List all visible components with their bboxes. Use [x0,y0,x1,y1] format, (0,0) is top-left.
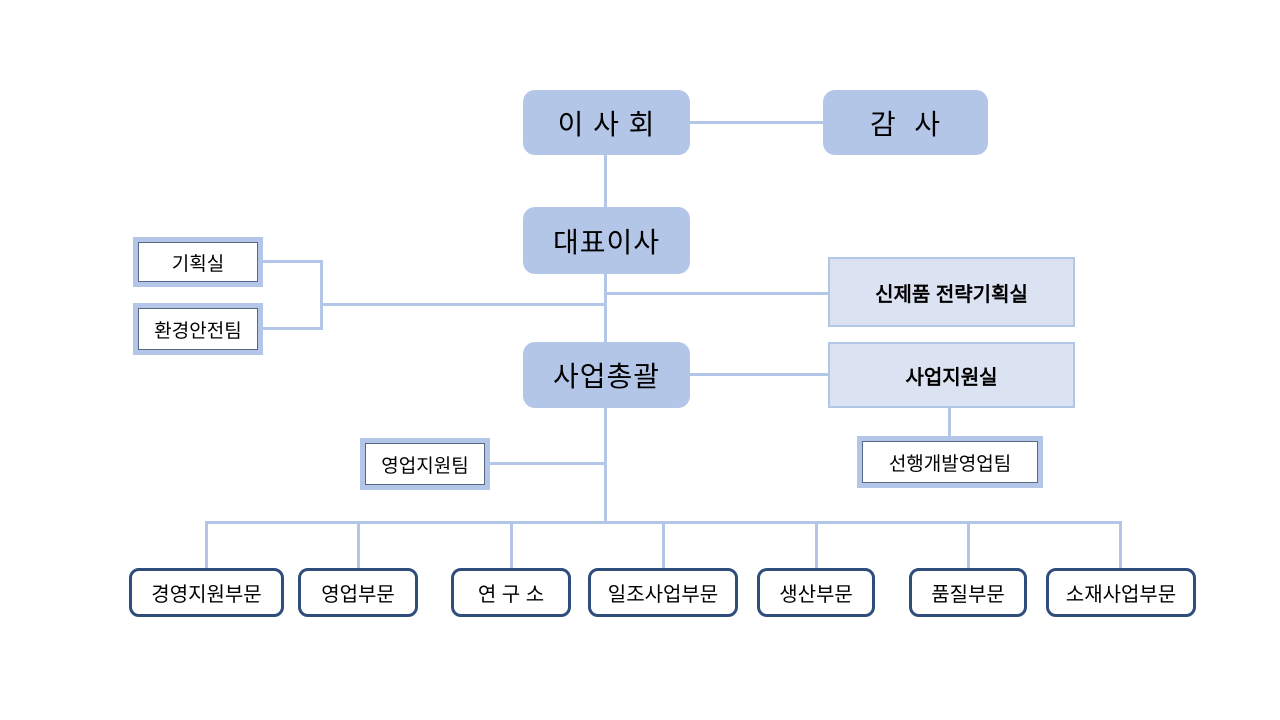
connector-trunk-newproduct [605,292,828,295]
connector-bracket-vertical [320,260,323,330]
org-node-division-label: 생산부문 [779,584,853,606]
connector-drop-2 [357,521,360,568]
org-node-division-label: 일조사업부문 [607,584,719,606]
org-node-business-head-label: 사업총괄 [552,361,661,392]
connector-board-auditor [690,121,823,124]
org-node-new-product-strategy-office-label: 신제품 전략기획실 [875,283,1028,306]
org-node-division-sales: 영업부문 [298,568,418,617]
connector-drop-3 [510,521,513,568]
org-node-advanced-development-sales-team-label: 선행개발영업팀 [888,453,1012,475]
connector-planning-bracket [263,260,322,263]
org-node-division-iljo-business: 일조사업부문 [588,568,738,617]
connector-bracket-trunk [321,303,607,306]
org-node-sales-support-team-label: 영업지원팀 [381,455,469,477]
connector-support-advdev [948,408,951,437]
org-node-business-support-office-label: 사업지원실 [905,366,998,389]
org-node-division-label: 품질부문 [931,584,1005,606]
org-node-new-product-strategy-office: 신제품 전략기획실 [828,257,1075,327]
connector-drop-6 [967,521,970,568]
org-node-division-production: 생산부문 [757,568,875,617]
org-node-division-research-lab: 연 구 소 [451,568,571,617]
org-node-division-label: 연 구 소 [477,584,545,606]
connector-drop-7 [1119,521,1122,568]
connector-trunk-lower [604,408,607,523]
org-node-ceo-label: 대표이사 [552,226,661,258]
org-node-ceo: 대표이사 [523,207,690,274]
connector-drop-1 [205,521,208,568]
org-node-planning-office: 기획실 [133,237,263,287]
org-node-division-label: 소재사업부문 [1065,584,1177,606]
org-node-division-label: 경영지원부문 [151,584,262,606]
org-node-division-materials-business: 소재사업부문 [1046,568,1196,617]
org-node-division-label: 영업부문 [321,584,395,606]
connector-envsafety-bracket [263,327,322,330]
org-node-division-quality: 품질부문 [909,568,1027,617]
org-node-auditor-label: 감 사 [869,108,942,140]
connector-ceo-businesshead [604,274,607,342]
org-node-planning-office-label: 기획실 [171,253,225,275]
org-node-environment-safety-team: 환경안전팀 [133,303,263,355]
connector-drop-5 [815,521,818,568]
org-node-sales-support-team: 영업지원팀 [360,438,490,490]
org-node-business-support-office: 사업지원실 [828,342,1075,408]
org-node-division-management-support: 경영지원부문 [129,568,284,617]
org-node-environment-safety-team-label: 환경안전팀 [154,320,242,342]
org-node-board-label: 이 사 회 [557,108,656,140]
org-node-business-head: 사업총괄 [523,342,690,408]
connector-drop-4 [662,521,665,568]
connector-salessupport-trunk [490,462,606,465]
org-node-board: 이 사 회 [523,90,690,155]
org-node-advanced-development-sales-team: 선행개발영업팀 [857,436,1043,488]
connector-board-ceo [604,155,607,207]
org-node-auditor: 감 사 [823,90,988,155]
connector-businesshead-support [690,373,828,376]
